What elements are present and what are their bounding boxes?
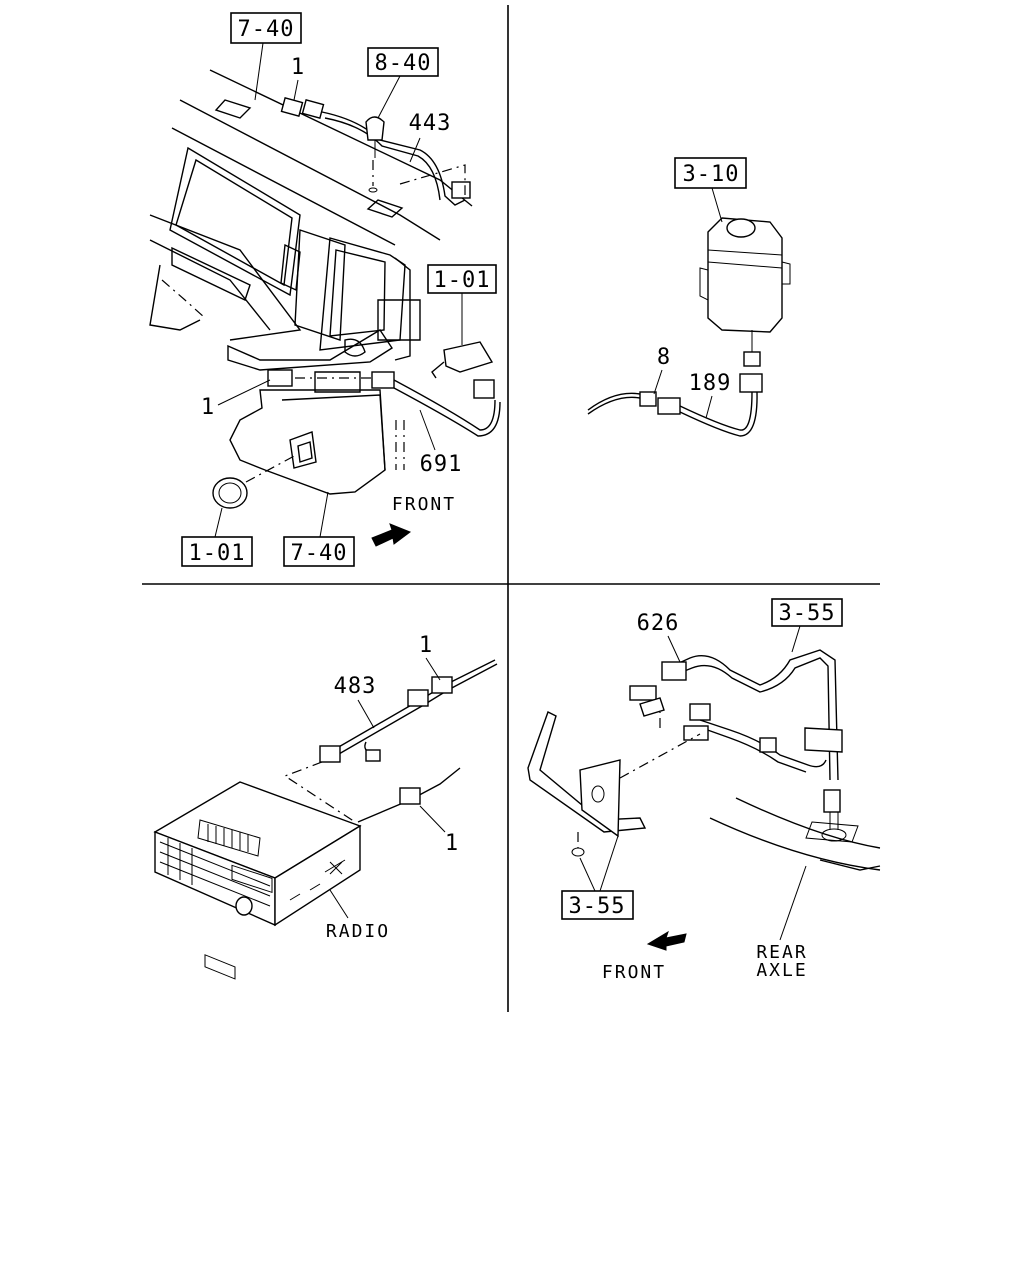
callout-483: 483: [334, 674, 377, 729]
dashboard-illustration: [149, 69, 473, 495]
svg-text:483: 483: [334, 674, 377, 699]
front-direction-indicator-2: FRONT: [602, 930, 687, 983]
panel-radio-wiring: 1 483 1 RADIO: [153, 633, 498, 980]
radio-label: RADIO: [326, 889, 390, 942]
ref-box-1-01-right: 1-01: [427, 264, 497, 345]
ref-box-3-55-top: 3-55: [771, 598, 843, 653]
callout-626: 626: [637, 611, 681, 663]
callout-1-left: 1: [201, 379, 271, 420]
svg-text:8: 8: [657, 345, 671, 370]
svg-text:1: 1: [201, 395, 215, 420]
svg-text:189: 189: [689, 371, 732, 396]
svg-text:691: 691: [420, 452, 463, 477]
panel-dashboard-wiring: 7-40 8-40 1-01 1-01 7-40 1 4: [149, 12, 501, 567]
callout-1-upper: 1: [419, 633, 441, 681]
callout-1-top: 1: [291, 55, 305, 101]
panel-reservoir-wiring: 3-10 8 189: [587, 157, 791, 437]
panel-axle-sensor: 3-55 3-55 626 FRONT REAR AXLE: [527, 598, 881, 983]
ref-box-7-40-bottom: 7-40: [283, 491, 355, 567]
svg-text:7-40: 7-40: [238, 17, 295, 42]
radio-unit: [153, 781, 362, 980]
callout-443: 443: [409, 111, 452, 163]
svg-text:RADIO: RADIO: [326, 921, 390, 942]
sensor-harness-626: [619, 649, 859, 843]
callout-189: 189: [689, 371, 732, 419]
svg-text:FRONT: FRONT: [602, 962, 666, 983]
svg-text:FRONT: FRONT: [392, 494, 456, 515]
svg-text:443: 443: [409, 111, 452, 136]
connector-1: [267, 369, 293, 387]
reservoir-tank: [699, 217, 791, 393]
svg-text:8-40: 8-40: [375, 51, 432, 76]
svg-text:626: 626: [637, 611, 680, 636]
callout-1-lower: 1: [419, 805, 459, 856]
switch-1-01: [212, 454, 297, 509]
svg-text:3-10: 3-10: [683, 162, 740, 187]
svg-text:7-40: 7-40: [291, 541, 348, 566]
ref-box-1-01-left: 1-01: [181, 507, 253, 567]
wiring-harness-691: [267, 341, 501, 437]
wiring-harness-483: [283, 659, 498, 823]
wiring-harness-443: [280, 97, 471, 206]
ref-box-3-10: 3-10: [674, 157, 747, 223]
svg-text:1: 1: [419, 633, 433, 658]
ref-box-8-40: 8-40: [367, 47, 439, 119]
svg-text:3-55: 3-55: [569, 894, 626, 919]
bracket: [527, 711, 647, 857]
front-arrow-icon: [371, 523, 412, 547]
svg-text:REAR: REAR: [756, 942, 807, 963]
front-arrow-icon: [646, 930, 687, 951]
callout-691: 691: [419, 409, 463, 477]
svg-text:1: 1: [445, 831, 459, 856]
svg-text:AXLE: AXLE: [756, 960, 807, 981]
rear-axle-label: REAR AXLE: [756, 865, 807, 981]
svg-text:1: 1: [291, 55, 305, 80]
ref-box-3-55-bottom: 3-55: [561, 835, 634, 920]
clip-8-40: [365, 116, 385, 193]
wiring-harness-189: [587, 391, 758, 437]
svg-text:1-01: 1-01: [434, 268, 491, 293]
panel-dividers: [142, 5, 880, 1012]
svg-text:1-01: 1-01: [189, 541, 246, 566]
ref-box-7-40-top: 7-40: [230, 12, 302, 101]
callout-8: 8: [653, 345, 671, 395]
front-direction-indicator: FRONT: [371, 494, 456, 547]
svg-text:3-55: 3-55: [779, 601, 836, 626]
rear-axle: [709, 797, 881, 871]
